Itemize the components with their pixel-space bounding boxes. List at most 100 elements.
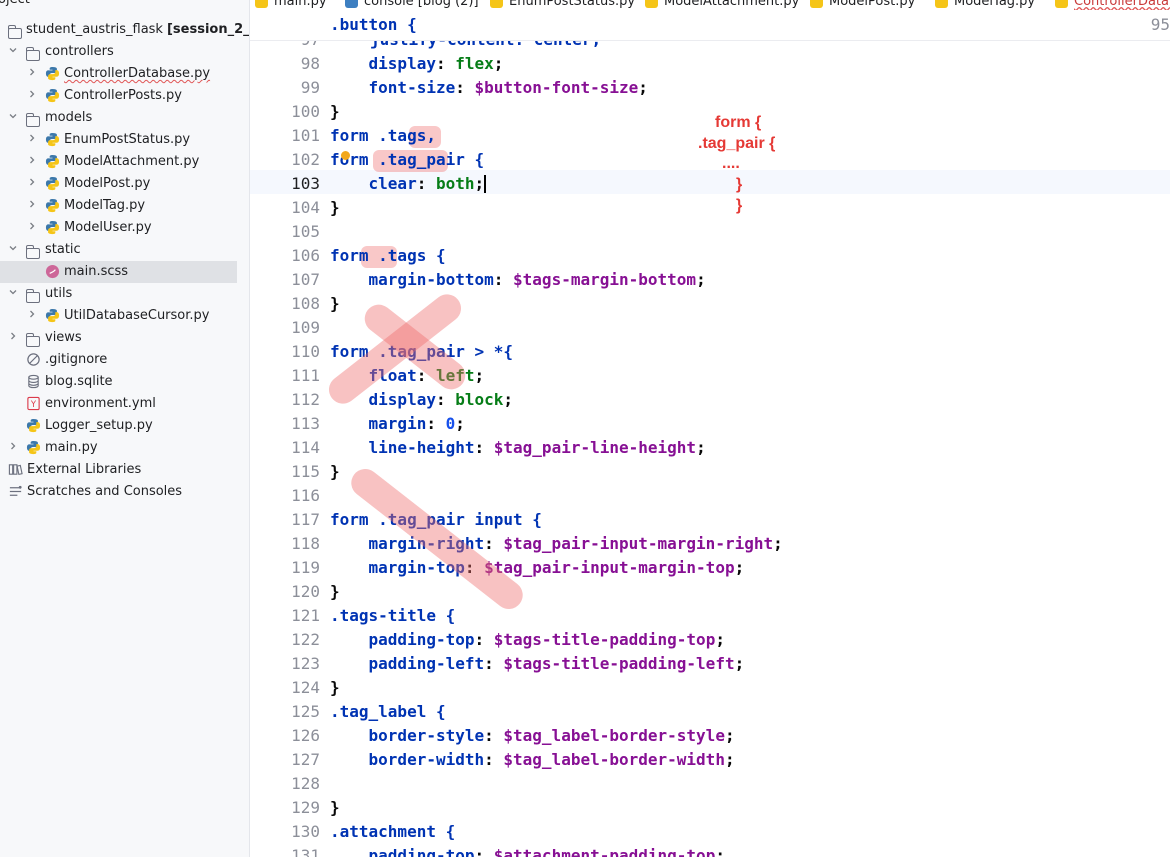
chevron-down-icon[interactable]	[7, 45, 19, 57]
tree-item-modeltag-py[interactable]: ModelTag.py	[0, 195, 249, 217]
chevron-right-icon[interactable]	[26, 221, 38, 233]
code-line[interactable]: margin-top: $tag_pair-input-margin-top;	[330, 556, 745, 580]
chevron-right-icon[interactable]	[26, 199, 38, 211]
code-line[interactable]: padding-top: $attachment-padding-top;	[330, 844, 725, 857]
code-token: ;	[493, 54, 504, 73]
tree-item-controllerdatabase-py[interactable]: ControllerDatabase.py	[0, 63, 249, 85]
tree-item-main-scss[interactable]: main.scss	[0, 261, 237, 283]
chevron-right-icon[interactable]	[7, 441, 19, 453]
tree-item-utils[interactable]: utils	[0, 283, 249, 305]
code-line[interactable]: form .tags,	[330, 124, 436, 148]
project-root-name: student_austris_flask	[26, 22, 163, 37]
code-line[interactable]: padding-top: $tags-title-padding-top;	[330, 628, 725, 652]
code-token: padding-left	[368, 654, 485, 673]
annotation-line: ....	[722, 155, 740, 172]
code-line[interactable]: }	[330, 676, 340, 700]
code-line[interactable]: margin-right: $tag_pair-input-margin-rig…	[330, 532, 783, 556]
code-line[interactable]: }	[330, 460, 340, 484]
intention-bulb-icon[interactable]	[341, 151, 350, 160]
editor-tab-modeltag-py[interactable]: ModelTag.py	[935, 0, 1035, 9]
code-token: ;	[474, 366, 485, 385]
chevron-right-icon[interactable]	[26, 89, 38, 101]
code-line[interactable]: form .tag_pair > *{	[330, 340, 513, 364]
tree-item-label: ControllerDatabase.py	[64, 66, 211, 81]
tree-item-enumpoststatus-py[interactable]: EnumPostStatus.py	[0, 129, 249, 151]
line-number: 126	[291, 726, 320, 745]
code-token: padding-top	[368, 846, 475, 857]
tree-item-blog-sqlite[interactable]: blog.sqlite	[0, 371, 249, 393]
code-token: }	[330, 102, 340, 121]
tree-item-gitignore[interactable]: .gitignore	[0, 349, 249, 371]
code-token	[330, 174, 369, 193]
code-line[interactable]: clear: both;	[330, 172, 485, 196]
code-token: :	[484, 654, 504, 673]
python-file-icon	[45, 220, 60, 235]
chevron-down-icon[interactable]	[7, 287, 19, 299]
code-line[interactable]: form .tags {	[330, 244, 446, 268]
code-line[interactable]: float: left;	[330, 364, 485, 388]
code-line[interactable]: }	[330, 100, 340, 124]
code-line[interactable]: form .tag_pair {	[330, 148, 484, 172]
code-token: :	[464, 558, 485, 577]
tree-item-modeluser-py[interactable]: ModelUser.py	[0, 217, 249, 239]
code-line[interactable]: }	[330, 292, 340, 316]
tree-item-controllers[interactable]: controllers	[0, 41, 249, 63]
code-token: :	[493, 270, 514, 289]
project-panel-title: oject	[0, 0, 30, 7]
chevron-down-icon[interactable]	[7, 243, 19, 255]
chevron-right-icon[interactable]	[26, 177, 38, 189]
code-line[interactable]: form .tag_pair input {	[330, 508, 542, 532]
code-line[interactable]: border-width: $tag_label-border-width;	[330, 748, 735, 772]
code-line[interactable]: .tag_label {	[330, 700, 446, 724]
sticky-scroll-header[interactable]: 95 .button {	[250, 10, 1170, 41]
tree-item-label: ModelAttachment.py	[64, 154, 200, 169]
code-line[interactable]: }	[330, 796, 340, 820]
tree-item-models[interactable]: models	[0, 107, 249, 129]
python-file-icon	[45, 308, 60, 323]
code-token: form .tags {	[330, 246, 446, 265]
tree-item-controllerposts-py[interactable]: ControllerPosts.py	[0, 85, 249, 107]
tree-item-main-py[interactable]: main.py	[0, 437, 249, 459]
editor-tab-main-py[interactable]: main.py	[255, 0, 327, 9]
code-line[interactable]: font-size: $button-font-size;	[330, 76, 648, 100]
chevron-down-icon[interactable]	[7, 111, 19, 123]
tree-item-scratches-and-consoles[interactable]: Scratches and Consoles	[0, 481, 249, 503]
folder-icon	[25, 44, 41, 61]
tree-item-views[interactable]: views	[0, 327, 249, 349]
chevron-right-icon[interactable]	[26, 309, 38, 321]
chevron-right-icon[interactable]	[26, 133, 38, 145]
code-line[interactable]: margin: 0;	[330, 412, 465, 436]
tree-item-logger-setup-py[interactable]: Logger_setup.py	[0, 415, 249, 437]
code-line[interactable]: padding-left: $tags-title-padding-left;	[330, 652, 745, 676]
project-root[interactable]: student_austris_flask[session_2_fin	[0, 19, 249, 41]
chevron-right-icon[interactable]	[26, 155, 38, 167]
code-line[interactable]: line-height: $tag_pair-line-height;	[330, 436, 706, 460]
chevron-right-icon[interactable]	[7, 331, 19, 343]
tree-item-external-libraries[interactable]: External Libraries	[0, 459, 249, 481]
chevron-right-icon[interactable]	[26, 67, 38, 79]
tree-item-static[interactable]: static	[0, 239, 249, 261]
code-token: :	[484, 534, 504, 553]
editor-tab-controllerdataba[interactable]: ControllerDataba	[1055, 0, 1170, 9]
code-editor[interactable]: 9798991001011021031041051061071081091101…	[250, 10, 1170, 857]
editor-tab-console-blog-2[interactable]: console [blog (2)]	[345, 0, 479, 9]
tree-item-label: Scratches and Consoles	[27, 484, 183, 499]
tree-item-modelattachment-py[interactable]: ModelAttachment.py	[0, 151, 249, 173]
code-line[interactable]: }	[330, 196, 340, 220]
code-line[interactable]: margin-bottom: $tags-margin-bottom;	[330, 268, 706, 292]
tree-item-modelpost-py[interactable]: ModelPost.py	[0, 173, 249, 195]
code-token: :	[474, 846, 494, 857]
code-line[interactable]: border-style: $tag_label-border-style;	[330, 724, 735, 748]
tree-item-utildatabasecursor-py[interactable]: UtilDatabaseCursor.py	[0, 305, 249, 327]
code-line[interactable]: .attachment {	[330, 820, 455, 844]
editor-tab-enumpoststatus-py[interactable]: EnumPostStatus.py	[490, 0, 635, 9]
code-line[interactable]: display: block;	[330, 388, 514, 412]
code-line[interactable]: .tags-title {	[330, 604, 455, 628]
code-line[interactable]: }	[330, 580, 340, 604]
editor-tab-modelattachment-py[interactable]: ModelAttachment.py	[645, 0, 799, 9]
line-number: 131	[291, 846, 320, 857]
code-token: }	[330, 678, 340, 697]
code-line[interactable]: display: flex;	[330, 52, 504, 76]
editor-tab-modelpost-py[interactable]: ModelPost.py	[810, 0, 915, 9]
